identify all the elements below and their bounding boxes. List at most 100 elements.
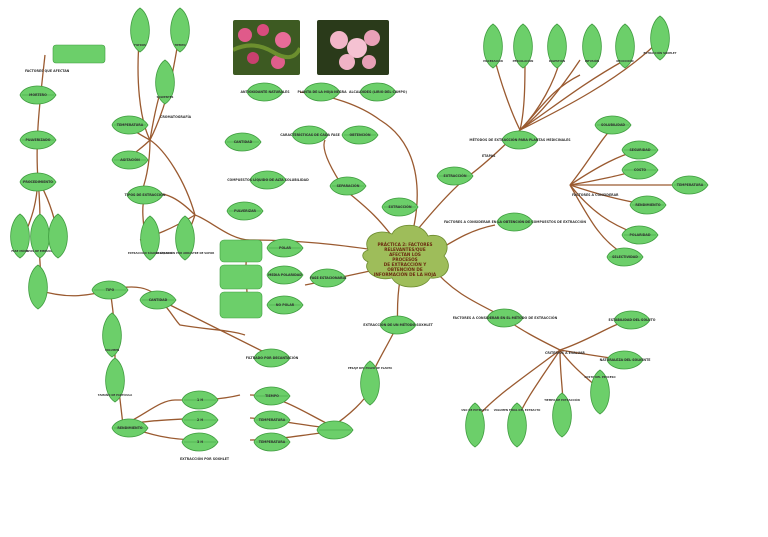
- svg-text:PULVERIZAR: PULVERIZAR: [234, 209, 257, 213]
- node-pulverizar[interactable]: PULVERIZAR: [226, 201, 264, 221]
- leaf-naturaleza[interactable]: NATURALEZA DEL SOLVENTE: [600, 350, 651, 370]
- leaf-row-temp-2[interactable]: TEMPERATURA: [253, 432, 291, 452]
- leaf-pulverizado[interactable]: PULVERIZADO: [19, 130, 57, 150]
- leaf-filtro-2[interactable]: [48, 213, 68, 259]
- leaf-volumen[interactable]: VOLUMEN: [102, 312, 122, 358]
- svg-text:EXTRACCIÓN SOXHLET: EXTRACCIÓN SOXHLET: [644, 50, 677, 55]
- box-fact-vapor: [52, 44, 106, 64]
- leaf-soxhlet-center[interactable]: [316, 420, 354, 440]
- leaf-percolacion[interactable]: PERCOLACIÓN: [513, 23, 534, 69]
- leaf-decoccion[interactable]: DECOCCIÓN: [615, 23, 635, 69]
- node-fase-estacionaria[interactable]: FASE ESTACIONARIA: [309, 268, 347, 288]
- central-topic[interactable]: PRÁCTICA 2: FACTORES RELEVANTES/QUE AFEC…: [362, 224, 449, 288]
- svg-text:RENDIMIENTO: RENDIMIENTO: [117, 426, 143, 430]
- svg-text:NO POLAR: NO POLAR: [276, 303, 295, 307]
- node-compuestos[interactable]: COMPUESTOS LÍQUIDO DE ALTA SOLUBILIDAD: [227, 170, 309, 190]
- leaf-infusion[interactable]: INFUSIÓN: [582, 23, 602, 69]
- leaf-seguridad[interactable]: SEGURIDAD: [621, 140, 659, 160]
- node-extraccion-2[interactable]: EXTRACCIÓN: [436, 166, 474, 186]
- svg-text:ETAPAS: ETAPAS: [482, 154, 496, 158]
- leaf-costo[interactable]: COSTO: [621, 160, 659, 180]
- svg-text:TEMPERATURA: TEMPERATURA: [117, 123, 144, 127]
- leaf-row-tiempo[interactable]: TIEMPO: [253, 386, 291, 406]
- node-planta[interactable]: PLANTA DE LA HOJA NEGRA: [297, 82, 347, 102]
- leaf-embudo[interactable]: [28, 264, 48, 310]
- svg-text:SOLVENTES: SOLVENTES: [157, 95, 174, 99]
- leaf-agitacion[interactable]: AGITACIÓN: [111, 150, 149, 170]
- leaf-filtros[interactable]: FILTROS: [130, 7, 150, 53]
- svg-text:FACTORES A CONSIDERAR: FACTORES A CONSIDERAR: [572, 193, 619, 197]
- center-line-1: PRÁCTICA 2: FACTORES: [377, 242, 432, 247]
- leaf-extraccion-metodo[interactable]: EXTRACCIÓN DE UN MÉTODO SOXHLET: [363, 315, 434, 335]
- node-extraccion[interactable]: EXTRACCIÓN: [381, 197, 419, 217]
- svg-text:TEMPERATURA: TEMPERATURA: [259, 440, 286, 444]
- node-cantidad-top[interactable]: CANTIDAD: [224, 132, 262, 152]
- leaf-temperatura[interactable]: TEMPERATURA: [671, 175, 709, 195]
- leaf-costo-proceso[interactable]: COSTO DEL PROCESO: [584, 369, 616, 415]
- leaf-no-polar[interactable]: NO POLAR: [266, 295, 304, 315]
- leaf-tiempo-left[interactable]: TIEMPO: [170, 7, 190, 53]
- leaf-tiempo-extraccion[interactable]: TIEMPO DE EXTRACCIÓN: [544, 392, 580, 438]
- node-alcaloides[interactable]: ALCALOIDES (LIRIO DEL CAMPO): [349, 82, 407, 102]
- leaf-rendimiento[interactable]: RENDIMIENTO: [629, 195, 667, 215]
- leaf-temperatura-left[interactable]: TEMPERATURA: [111, 115, 149, 135]
- node-metodos[interactable]: MÉTODOS DE EXTRACCIÓN PARA PLANTAS MEDIC…: [469, 130, 571, 150]
- leaf-fase-movil[interactable]: FASE MÓVIL: [10, 213, 30, 259]
- plant-photo-oleander-bush: [233, 20, 300, 75]
- node-factores-vapor: FACTORES QUE AFECTAN: [25, 69, 70, 73]
- svg-text:ANTIOXIDANTE NATURALES: ANTIOXIDANTE NATURALES: [240, 90, 290, 94]
- leaf-tiempo-2[interactable]: 2 H: [181, 410, 219, 430]
- leaf-pesaje[interactable]: PESAJE DEL POLVO DE PLANTA: [348, 360, 392, 406]
- leaf-solventes[interactable]: SOLVENTES: [155, 59, 175, 105]
- node-factores-1[interactable]: FACTORES A CONSIDERAR EN LA OBTENCIÓN DE…: [444, 212, 586, 232]
- svg-text:TAMAÑO DE PARTÍCULA: TAMAÑO DE PARTÍCULA: [98, 392, 132, 397]
- svg-text:DIGESTIÓN: DIGESTIÓN: [549, 58, 565, 63]
- svg-text:PROCEDIMIENTO: PROCEDIMIENTO: [23, 180, 53, 184]
- leaf-tiempo-3[interactable]: 3 H: [181, 432, 219, 452]
- svg-text:FACTORES A CONSIDERAR EN EL MÉ: FACTORES A CONSIDERAR EN EL MÉTODO DE EX…: [453, 315, 558, 320]
- leaf-estabilidad[interactable]: ESTABILIDAD DEL SOLUTO: [609, 310, 656, 330]
- leaf-volumen-final[interactable]: VOLUMEN FINAL DEL EXTRACTO: [494, 402, 541, 448]
- leaf-selectividad[interactable]: SELECTIVIDAD: [606, 247, 644, 267]
- leaf-polaridad[interactable]: POLARIDAD: [621, 225, 659, 245]
- leaf-media-polaridad[interactable]: MEDIA POLARIDAD: [266, 265, 304, 285]
- leaf-solubilidad[interactable]: SOLUBILIDAD: [594, 115, 632, 135]
- svg-text:1 H: 1 H: [197, 398, 203, 402]
- svg-text:DECOCCIÓN: DECOCCIÓN: [616, 58, 633, 63]
- node-antioxidantes[interactable]: ANTIOXIDANTE NATURALES: [240, 82, 290, 102]
- node-factores-2[interactable]: FACTORES A CONSIDERAR EN EL MÉTODO DE EX…: [453, 308, 558, 328]
- box-polar: [219, 239, 263, 263]
- leaf-uso-extracto[interactable]: USO DE EXTRACTO: [461, 402, 489, 448]
- svg-text:EXTRACCIÓN DE UN MÉTODO SOXHLE: EXTRACCIÓN DE UN MÉTODO SOXHLET: [363, 322, 433, 327]
- leaf-cantidad-bottom[interactable]: CANTIDAD: [139, 290, 177, 310]
- svg-text:TEMPERATURA: TEMPERATURA: [259, 418, 286, 422]
- svg-text:MACERACIÓN: MACERACIÓN: [483, 58, 503, 63]
- leaf-digestion[interactable]: DIGESTIÓN: [547, 23, 567, 69]
- svg-text:EXTRACCIÓN SÓLIDO-LÍQUIDO: EXTRACCIÓN SÓLIDO-LÍQUIDO: [128, 250, 173, 255]
- leaf-tipos-embudos[interactable]: TIPOS DE EMBUDOS: [25, 213, 55, 259]
- leaf-rendimiento-bottom[interactable]: RENDIMIENTO: [111, 418, 149, 438]
- node-obtencion[interactable]: OBTENCIÓN: [341, 125, 379, 145]
- node-cromatografia: CROMATOGRAFÍA: [160, 114, 192, 119]
- svg-text:FACTORES A CONSIDERAR EN LA OB: FACTORES A CONSIDERAR EN LA OBTENCIÓN DE…: [444, 219, 586, 224]
- svg-text:USO DE EXTRACTO: USO DE EXTRACTO: [461, 408, 489, 412]
- leaf-polar[interactable]: POLAR: [266, 238, 304, 258]
- leaf-procedimiento[interactable]: PROCEDIMIENTO: [19, 172, 57, 192]
- leaf-extraccion-solido[interactable]: EXTRACCIÓN SÓLIDO-LÍQUIDO: [128, 215, 173, 261]
- svg-text:RENDIMIENTO: RENDIMIENTO: [635, 203, 661, 207]
- svg-text:EXTRACCIÓN POR SOXHLET: EXTRACCIÓN POR SOXHLET: [180, 456, 230, 461]
- leaf-soxhlet[interactable]: EXTRACCIÓN SOXHLET: [644, 15, 677, 61]
- leaf-row-temp-1[interactable]: TEMPERATURA: [253, 410, 291, 430]
- svg-text:CRITERIOS A EVALUAR: CRITERIOS A EVALUAR: [545, 351, 585, 355]
- leaf-mortero[interactable]: MORTERO: [19, 85, 57, 105]
- leaf-destilacion[interactable]: DESTILACIÓN POR ARRASTRE DE VAPOR: [156, 215, 214, 261]
- node-caracteristicas[interactable]: CARACTERÍSTICAS DE CADA FASE: [280, 125, 340, 145]
- node-tipos-extraccion[interactable]: TIPOS DE EXTRACCIÓN: [125, 185, 166, 205]
- leaf-tipo-bottom[interactable]: TIPO: [91, 280, 129, 300]
- leaf-tamano[interactable]: TAMAÑO DE PARTÍCULA: [98, 357, 132, 403]
- svg-text:PULVERIZADO: PULVERIZADO: [26, 138, 51, 142]
- leaf-maceracion[interactable]: MACERACIÓN: [483, 23, 503, 69]
- leaf-tiempo-1[interactable]: 1 H: [181, 390, 219, 410]
- leaf-filtrado[interactable]: FILTRADO POR DECANTACIÓN: [246, 348, 299, 368]
- node-separacion[interactable]: SEPARACIÓN: [329, 176, 367, 196]
